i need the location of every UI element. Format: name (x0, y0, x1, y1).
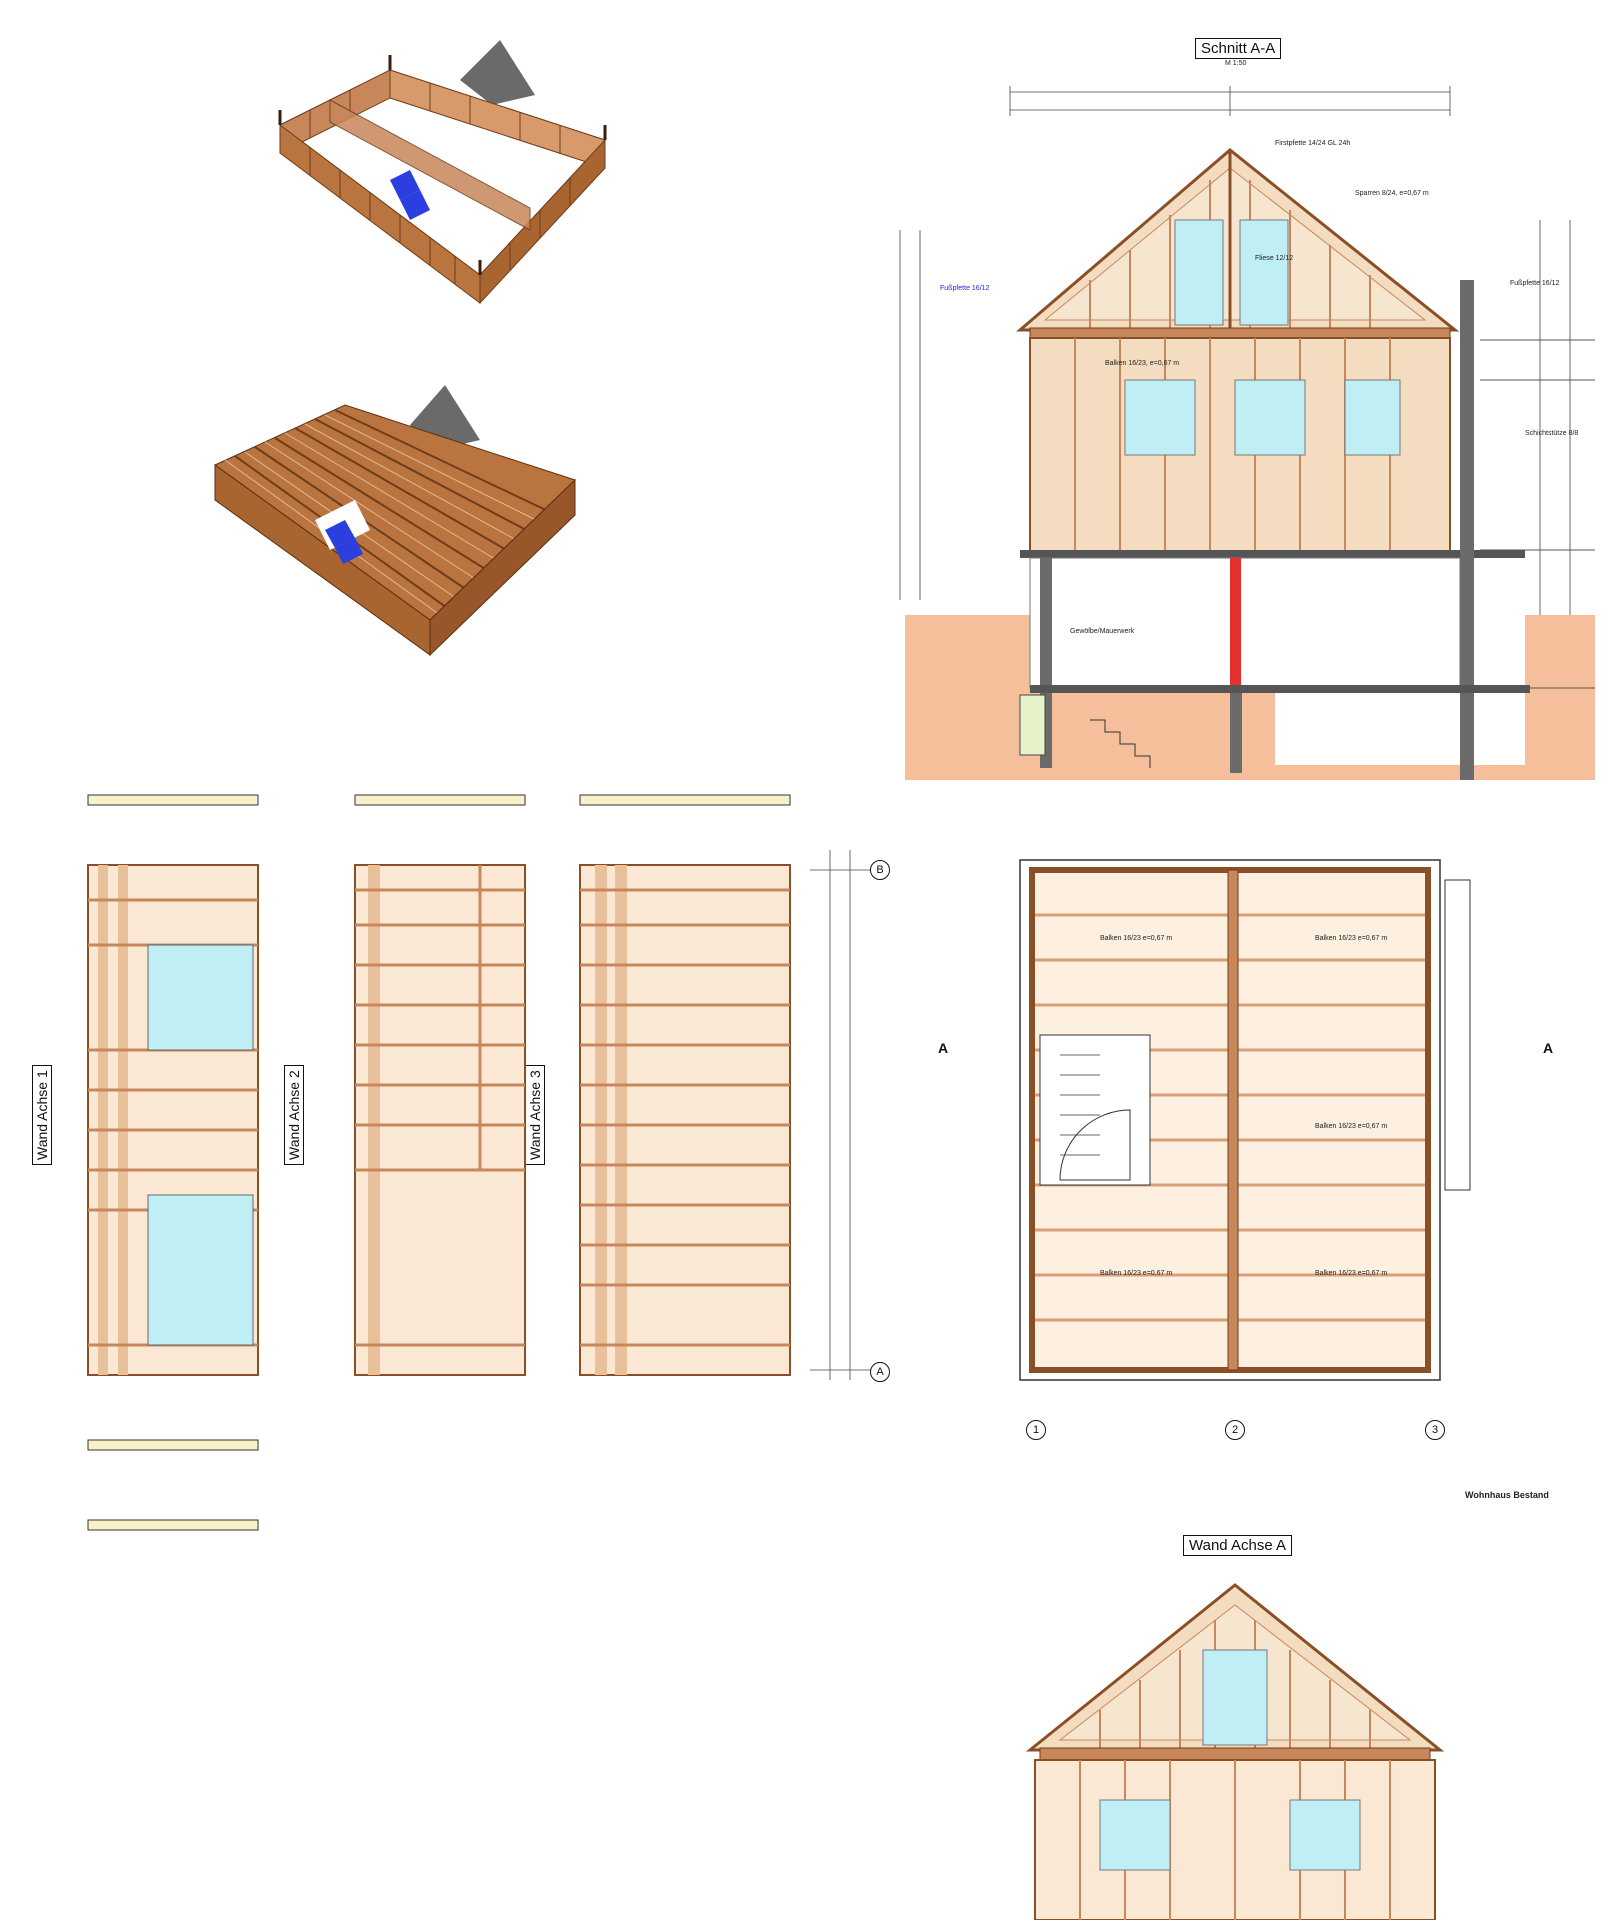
section-note-3: Fußpfette 16/12 (1510, 280, 1560, 287)
section-mark-right: A (1543, 1040, 1554, 1056)
axis-circle-b: B (870, 860, 890, 880)
section-note-1: Firstpfette 14/24 GL 24h (1275, 140, 1351, 147)
plan-note-5: Balken 16/23 e=0,67 m (1315, 1270, 1388, 1277)
section-note-4: Balken 16/23, e=0,67 m (1105, 360, 1180, 367)
wall-a-elevation (990, 1570, 1550, 1921)
section-note-6: Gewölbe/Mauerwerk (1070, 628, 1135, 635)
schnitt-title: Schnitt A-A (1195, 38, 1282, 59)
axis-circle-a: A (870, 1362, 890, 1382)
floor-plan (1000, 840, 1500, 1421)
plan-note-2: Balken 16/23 e=0,67 m (1315, 935, 1388, 942)
plan-caption: Wohnhaus Bestand (1465, 1490, 1549, 1500)
model-3d-walls (270, 30, 630, 320)
section-mark-left: A (938, 1040, 949, 1056)
schnitt-scale: M 1:50 (1225, 60, 1247, 67)
section-drawing (890, 80, 1610, 780)
section-note-5: Fliese 12/12 (1255, 255, 1294, 262)
plan-note-4: Balken 16/23 e=0,67 m (1100, 1270, 1173, 1277)
wall-elevations (40, 740, 920, 1560)
axis-circle-1: 1 (1026, 1420, 1046, 1440)
plan-note-1: Balken 16/23 e=0,67 m (1100, 935, 1173, 942)
wand-achse-a-title: Wand Achse A (1183, 1535, 1293, 1556)
plan-note-3: Balken 16/23 e=0,67 m (1315, 1123, 1388, 1130)
axis-circle-3: 3 (1425, 1420, 1445, 1440)
section-note-2: Sparren 8/24, e=0,67 m (1355, 190, 1429, 197)
axis-circle-2: 2 (1225, 1420, 1245, 1440)
section-note-7: Fußpfette 16/12 (940, 285, 990, 292)
model-3d-floor-beams (205, 370, 585, 680)
section-note-8: Schichtstütze 8/8 (1525, 430, 1579, 437)
